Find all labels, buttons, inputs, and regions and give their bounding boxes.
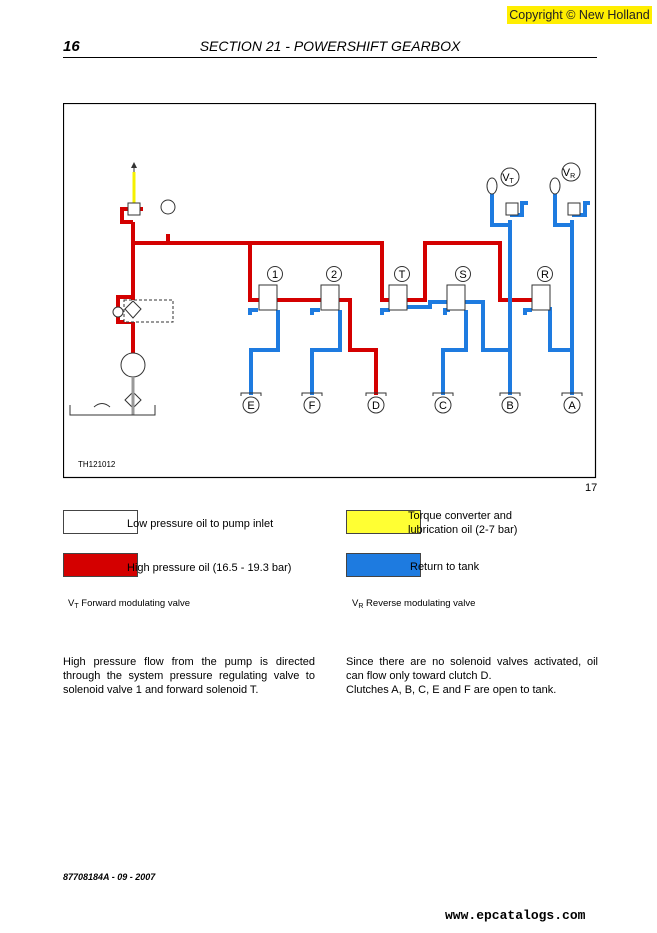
high-pressure-lines — [116, 207, 532, 395]
return-lines — [248, 192, 590, 395]
tank — [69, 405, 156, 416]
valve-label: T — [399, 269, 406, 281]
valve-label: R — [541, 269, 549, 281]
body-left: High pressure flow from the pump is dire… — [63, 656, 315, 696]
section-title: SECTION 21 - POWERSHIFT GEARBOX — [199, 38, 461, 54]
legend-swatch-low — [63, 510, 138, 534]
legend-swatch-high — [63, 553, 138, 577]
hydraulic-diagram: 1 2 T S R VT VR E F D C B A TH121012 — [63, 103, 597, 479]
clutch-label: C — [439, 400, 447, 412]
valve-label: 2 — [331, 269, 337, 281]
body-right-1: Since there are no solenoid valves activ… — [346, 656, 598, 682]
copyright-badge: Copyright © New Holland — [507, 6, 652, 24]
page-number: 16 — [63, 38, 80, 55]
valve-label: S — [459, 269, 466, 281]
clutch-label: A — [568, 400, 576, 412]
vt-label: VT — [502, 172, 514, 185]
figure-code: TH121012 — [78, 460, 116, 469]
clutch-label: D — [372, 400, 380, 412]
clutch-label: E — [247, 400, 254, 412]
doc-code: 87708184A - 09 - 2007 — [63, 872, 156, 882]
clutch-label: B — [506, 400, 513, 412]
legend-return: Return to tank — [410, 561, 480, 573]
figure-number: 17 — [585, 482, 598, 494]
vr-label: VR — [563, 167, 575, 180]
legend-swatch-lube — [346, 510, 421, 534]
legend-high: High pressure oil (16.5 - 19.3 bar) — [127, 562, 292, 574]
clutch-label: F — [309, 400, 316, 412]
vr-note: VR Reverse modulating valve — [352, 598, 476, 610]
header-rule — [63, 57, 597, 58]
solenoid-valves — [112, 177, 581, 409]
legend-low: Low pressure oil to pump inlet — [127, 518, 274, 530]
site-watermark: www.epcatalogs.com — [445, 908, 586, 923]
vt-note: VT Forward modulating valve — [68, 598, 191, 610]
valve-label: 1 — [272, 269, 278, 281]
legend-swatch-return — [346, 553, 421, 577]
body-right-2: Clutches A, B, C, E and F are open to ta… — [346, 684, 557, 696]
